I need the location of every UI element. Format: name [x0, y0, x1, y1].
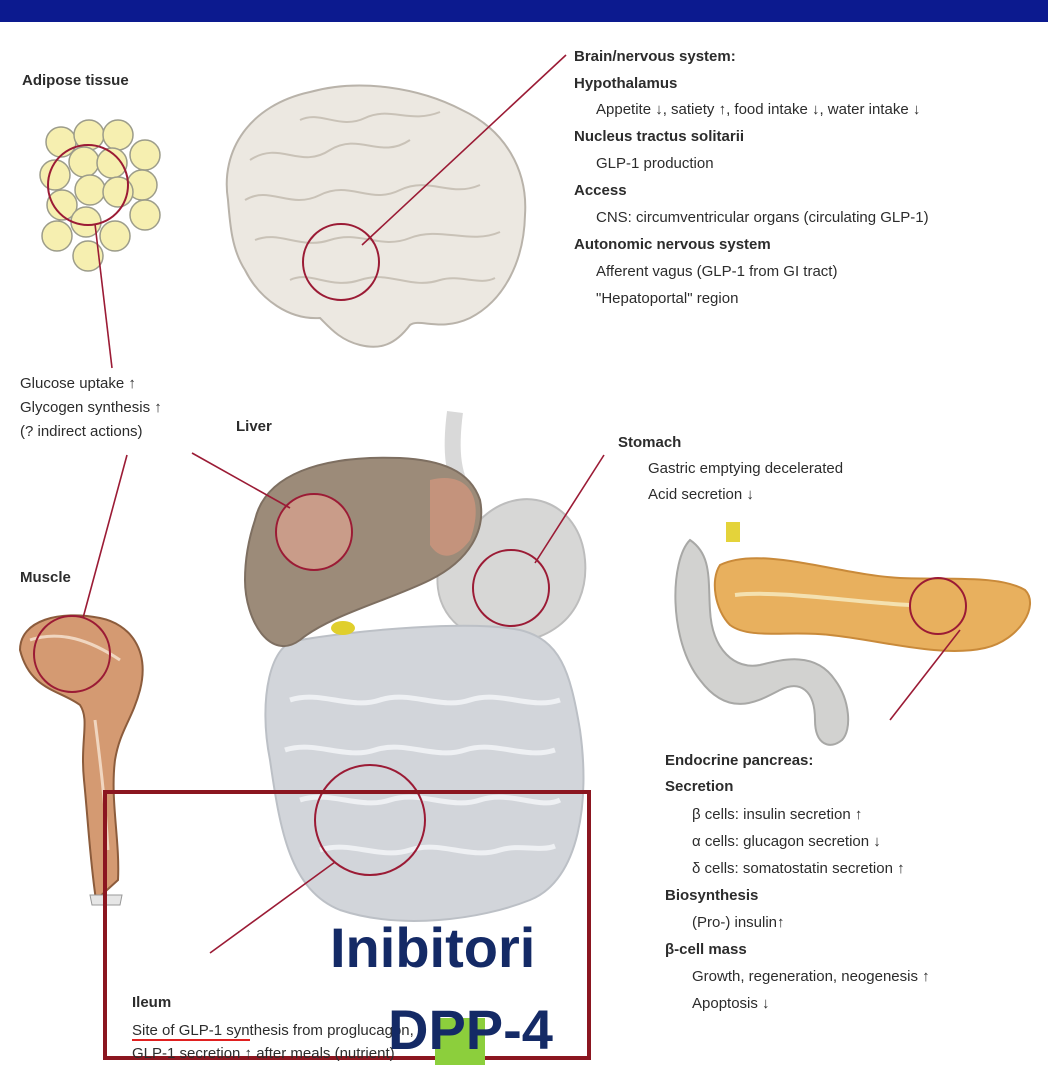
growth-text: Growth, regeneration, neogenesis ↑: [670, 966, 930, 987]
liver-focus-circle: [276, 494, 352, 570]
access-effect: CNS: circumventricular organs (circulati…: [574, 207, 929, 228]
adipose-title: Adipose tissue: [22, 70, 129, 91]
glycogen-synthesis-text: Glycogen synthesis ↑: [20, 397, 162, 418]
beta-cells-text: β cells: insulin secretion ↑: [670, 804, 862, 825]
liver-title: Liver: [236, 416, 272, 437]
ileum-synthesis-text: Site of GLP-1 synthesis from proglucagon…: [132, 1020, 414, 1041]
pancreas-drawing: [675, 522, 1030, 745]
pancreas-title: Endocrine pancreas:: [665, 750, 813, 771]
ans-effect-2: "Hepatoportal" region: [574, 288, 738, 309]
secretion-label: Secretion: [665, 776, 733, 797]
brain-heading: Brain/nervous system:: [574, 46, 736, 67]
nts-label: Nucleus tractus solitarii: [574, 126, 744, 147]
indirect-actions-text: (? indirect actions): [20, 421, 143, 442]
hypothalamus-label: Hypothalamus: [574, 73, 677, 94]
ans-effect-1: Afferent vagus (GLP-1 from GI tract): [574, 261, 837, 282]
ileum-secretion-text: GLP-1 secretion ↑ after meals (nutrient): [132, 1043, 395, 1064]
overlay-title-line2: DPP-4: [388, 1000, 553, 1060]
hypothalamus-effect: Appetite ↓, satiety ↑, food intake ↓, wa…: [574, 99, 920, 120]
overlay-title-line1: Inibitori: [330, 918, 535, 978]
apoptosis-text: Apoptosis ↓: [670, 993, 770, 1014]
nts-effect: GLP-1 production: [574, 153, 714, 174]
access-label: Access: [574, 180, 627, 201]
stomach-acid: Acid secretion ↓: [626, 484, 754, 505]
beta-cell-mass-label: β-cell mass: [665, 939, 747, 960]
ileum-title: Ileum: [132, 992, 171, 1013]
alpha-cells-text: α cells: glucagon secretion ↓: [670, 831, 881, 852]
ans-label: Autonomic nervous system: [574, 234, 771, 255]
muscle-title: Muscle: [20, 567, 71, 588]
stomach-emptying: Gastric emptying decelerated: [626, 458, 843, 479]
adipose-cells: [40, 120, 160, 271]
delta-cells-text: δ cells: somatostatin secretion ↑: [670, 858, 905, 879]
ileum-underline: [132, 1039, 250, 1041]
stomach-title: Stomach: [618, 432, 681, 453]
biosynthesis-label: Biosynthesis: [665, 885, 758, 906]
glucose-uptake-text: Glucose uptake ↑: [20, 373, 136, 394]
proinsulin-text: (Pro-) insulin↑: [670, 912, 785, 933]
brain-drawing: [227, 86, 526, 347]
